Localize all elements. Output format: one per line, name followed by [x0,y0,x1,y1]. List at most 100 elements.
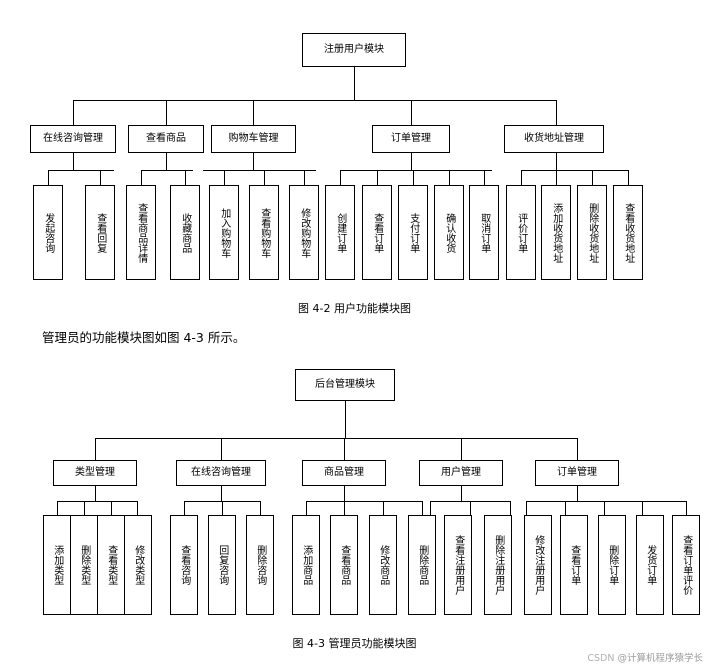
connector [430,501,431,515]
connector [304,170,305,185]
fig2-leaf-16: 删除订单 [598,515,626,615]
connector [100,170,101,185]
fig1-level2-node-3: 购物车管理 [211,125,296,153]
connector [686,501,687,515]
fig1-leaf-12: 取消订单 [469,185,499,280]
connector [344,486,345,501]
figure2-caption: 图 4-3 管理员功能模块图 [292,637,417,650]
connector [556,170,557,185]
connector [95,438,577,439]
connector [73,153,74,170]
fig2-leaf-5: 查看咨询 [170,515,198,615]
fig1-leaf-13: 评价订单 [506,185,536,280]
fig1-leaf-4: 收藏商品 [170,185,200,280]
fig1-leaf-7: 修改购物车 [289,185,319,280]
connector [48,170,114,171]
fig1-leaf-10: 支付订单 [398,185,428,280]
fig2-level2-node-2: 在线咨询管理 [176,460,266,486]
fig2-level2-node-3: 商品管理 [302,460,386,486]
connector [383,501,384,515]
connector [73,100,74,125]
connector [526,501,527,515]
connector [84,501,85,515]
fig1-leaf-9: 查看订单 [362,185,392,280]
fig1-leaf-14: 添加收货地址 [541,185,571,280]
connector [556,100,557,125]
connector [48,170,49,185]
fig2-leaf-6: 回复咨询 [208,515,236,615]
connector [556,153,557,170]
connector [345,401,346,438]
fig2-leaf-18: 查看订单评价 [672,515,700,615]
connector [73,100,556,101]
fig1-level2-node-5: 收货地址管理 [504,125,604,153]
fig1-leaf-2: 查看回复 [85,185,115,280]
connector [203,170,316,171]
fig2-leaf-12: 查看注册用户 [444,515,472,615]
fig1-root-node: 注册用户模块 [302,33,406,67]
fig2-root-node: 后台管理模块 [295,369,395,401]
connector [592,170,593,185]
fig2-level2-node-4: 用户管理 [419,460,503,486]
connector [422,501,423,515]
connector [306,501,307,515]
fig2-leaf-17: 发货订单 [636,515,664,615]
connector [521,170,522,185]
fig2-leaf-2: 删除类型 [70,515,98,615]
fig1-level2-node-1: 在线咨询管理 [30,125,116,153]
connector [260,501,261,515]
fig1-leaf-8: 创建订单 [325,185,355,280]
fig1-leaf-15: 删除收货地址 [577,185,607,280]
connector [411,153,412,170]
watermark-prefix: CSDN [587,653,615,664]
fig1-level2-node-2: 查看商品 [128,125,204,153]
watermark: CSDN @计算机程序猿学长 [587,650,703,664]
fig2-leaf-10: 修改商品 [369,515,397,615]
connector [141,170,193,171]
connector [565,501,566,515]
body-paragraph: 管理员的功能模块图如图 4-3 所示。 [42,330,246,345]
connector [411,100,412,125]
connector [344,438,345,460]
connector [449,170,450,185]
fig2-level2-node-5: 订单管理 [535,460,619,486]
connector [306,501,422,502]
fig2-leaf-13: 删除注册用户 [484,515,512,615]
connector [461,486,462,501]
connector [344,501,345,515]
fig1-level2-node-4: 订单管理 [372,125,450,153]
connector [628,170,629,185]
fig2-leaf-14: 修改注册用户 [524,515,552,615]
fig2-leaf-1: 添加类型 [43,515,71,615]
fig1-leaf-3: 查看商品详情 [126,185,156,280]
connector [221,486,222,501]
fig2-leaf-7: 删除咨询 [246,515,274,615]
connector [592,170,628,171]
fig1-leaf-5: 加入购物车 [209,185,239,280]
connector [224,170,225,185]
connector [185,170,186,185]
connector [253,100,254,125]
figure1-caption: 图 4-2 用户功能模块图 [298,302,411,315]
fig2-leaf-11: 删除商品 [408,515,436,615]
connector [166,100,167,125]
connector [253,153,254,170]
fig2-leaf-9: 查看商品 [330,515,358,615]
connector [340,170,341,185]
connector [604,501,605,515]
fig1-leaf-6: 查看购物车 [249,185,279,280]
connector [340,170,492,171]
fig2-leaf-8: 添加商品 [292,515,320,615]
watermark-text: @计算机程序猿学长 [617,653,703,664]
connector [510,501,511,515]
fig2-leaf-4: 修改类型 [124,515,152,615]
connector [141,170,142,185]
connector [642,501,643,515]
connector [95,438,96,460]
connector [642,501,686,502]
connector [377,170,378,185]
connector [221,438,222,460]
connector [521,170,611,171]
connector [222,501,223,515]
